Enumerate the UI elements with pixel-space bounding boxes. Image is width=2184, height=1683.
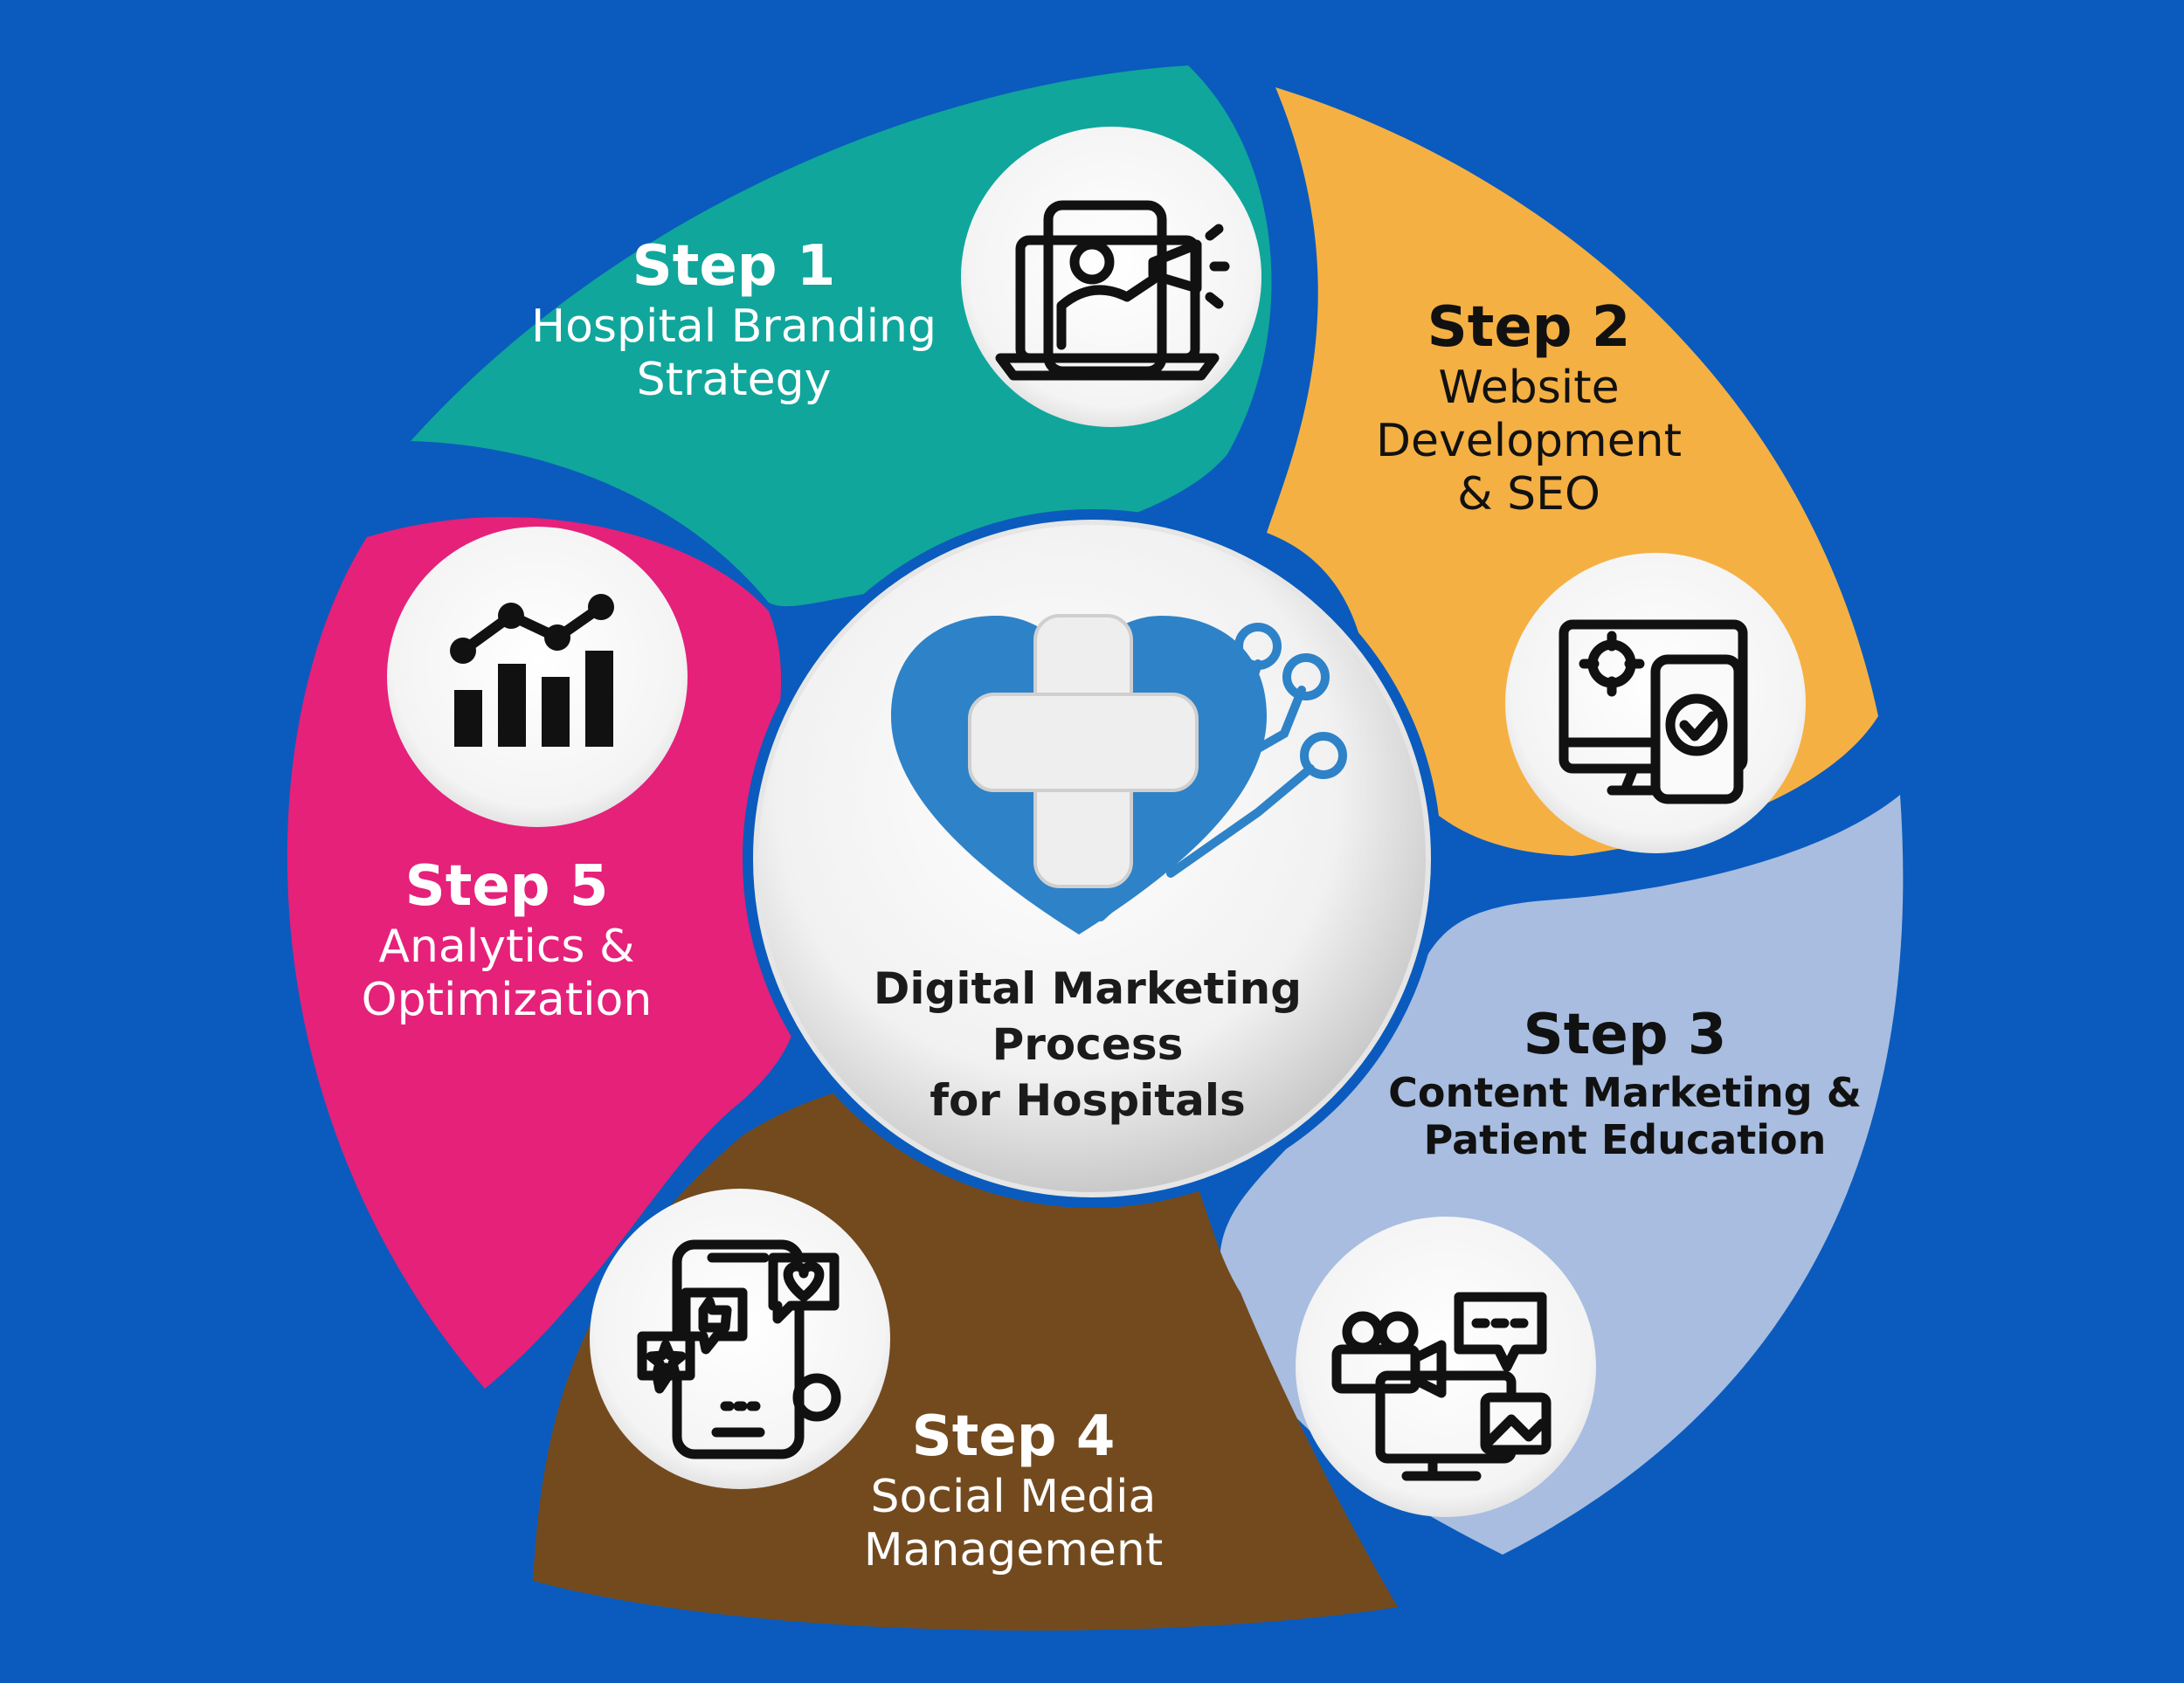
step5-title-line1: Analytics & — [378, 920, 635, 973]
step4-icon-circle — [590, 1189, 890, 1489]
center-title-line1: Digital Marketing — [873, 963, 1303, 1014]
heart-cross-icon — [891, 614, 1347, 935]
step1-title-line2: Strategy — [636, 353, 832, 406]
step2-title-line3: & SEO — [1457, 468, 1600, 521]
megaphone-presenter-icon — [995, 200, 1230, 381]
step3-title-line1: Content Marketing & — [1388, 1068, 1862, 1116]
step5-title-line2: Optimization — [361, 973, 653, 1026]
step2-title-line2: Development — [1375, 414, 1683, 467]
website-devices-icon — [1559, 619, 1748, 804]
step1-number: Step 1 — [632, 234, 836, 299]
step4-title-line1: Social Media — [870, 1470, 1157, 1523]
center-title-line2: Process — [992, 1019, 1184, 1070]
video-content-icon — [1331, 1292, 1552, 1481]
center-title: Digital Marketing Process for Hospitals — [839, 961, 1337, 1128]
step3-label: Step 3 Content Marketing & Patient Educa… — [1345, 1003, 1904, 1163]
step5-number: Step 5 — [404, 854, 609, 919]
step5-icon-circle — [387, 527, 688, 827]
step4-label: Step 4 Social Media Management — [786, 1404, 1241, 1577]
center-title-line3: for Hospitals — [930, 1075, 1246, 1126]
step1-label: Step 1 Hospital Branding Strategy — [489, 234, 978, 407]
step3-icon-circle — [1296, 1217, 1596, 1517]
step2-number: Step 2 — [1427, 295, 1631, 360]
step1-icon-circle — [961, 127, 1261, 427]
step5-label: Step 5 Analytics & Optimization — [297, 854, 716, 1027]
social-phone-icon — [637, 1239, 841, 1459]
step3-title-line2: Patient Education — [1423, 1115, 1827, 1163]
step2-label: Step 2 Website Development & SEO — [1328, 295, 1730, 522]
step2-title-line1: Website — [1438, 361, 1620, 414]
step3-number: Step 3 — [1523, 1003, 1727, 1067]
step4-title-line2: Management — [863, 1523, 1164, 1576]
step2-icon-circle — [1505, 553, 1806, 853]
bar-chart-icon — [450, 594, 614, 747]
step1-title-line1: Hospital Branding — [531, 300, 936, 353]
step4-number: Step 4 — [911, 1404, 1116, 1469]
